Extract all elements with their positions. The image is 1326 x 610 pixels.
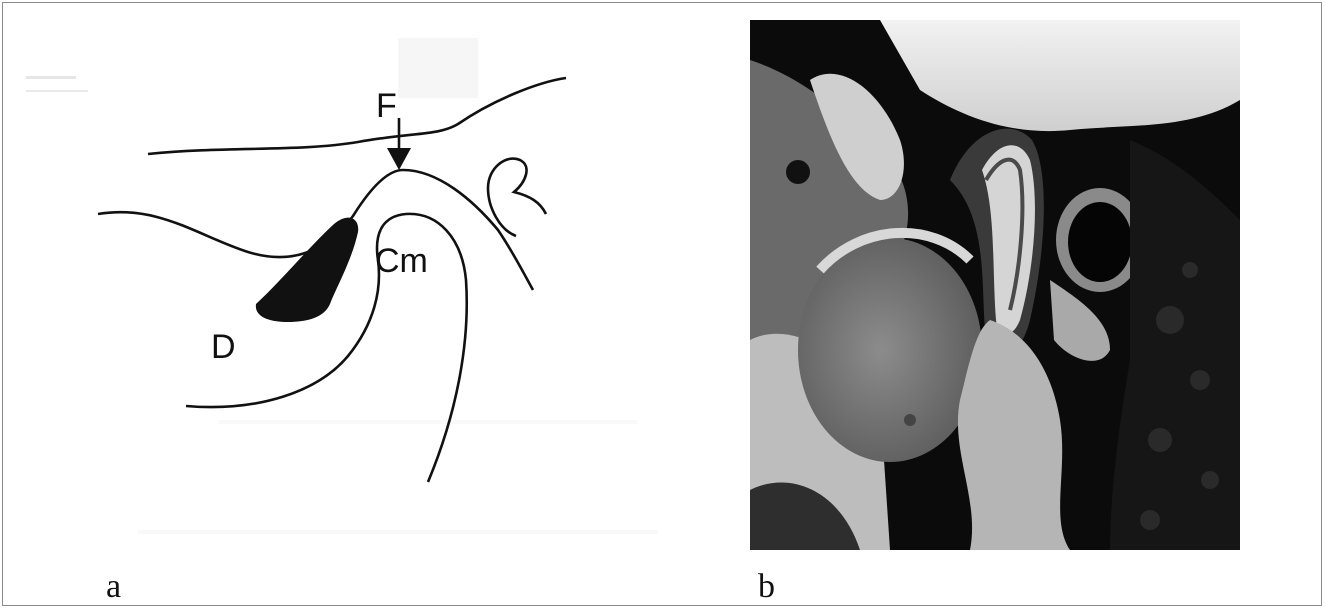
tmj-schematic: F Cm D	[18, 20, 718, 550]
scan-noise	[26, 38, 658, 534]
articular-disc	[256, 218, 358, 322]
force-arrow	[387, 118, 411, 170]
label-force: F	[376, 87, 397, 125]
panel-label-b: b	[758, 570, 775, 604]
skull-base-contour	[148, 78, 566, 154]
panel-b-mri-image	[750, 20, 1240, 550]
panel-a-diagram: F Cm D	[18, 20, 718, 550]
panel-label-a: a	[106, 570, 121, 604]
postglenoid-loop	[488, 159, 546, 236]
mri-scan	[750, 20, 1240, 550]
label-condyle: Cm	[375, 242, 428, 280]
label-disc: D	[211, 328, 236, 366]
